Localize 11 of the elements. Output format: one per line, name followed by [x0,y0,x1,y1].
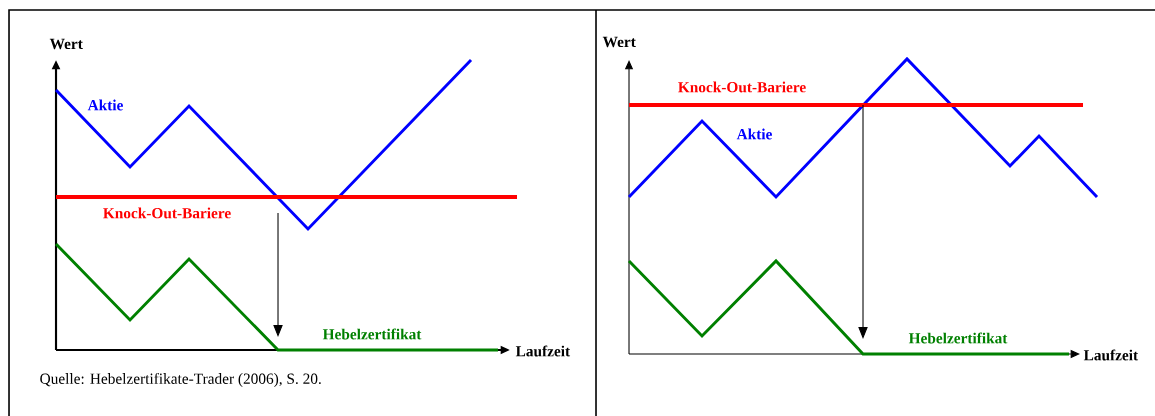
line-label: Knock-Out-Bariere [678,81,806,93]
line-label: Aktie [87,99,123,111]
axis-label: Laufzeit [515,345,571,357]
axis-label: Wert [602,36,636,48]
line-label: Hebelzertifikat [908,332,1008,344]
line-label: Knock-Out-Bariere [103,207,231,219]
axis-label: Wert [49,38,83,50]
line-label: Aktie [736,128,772,140]
axis-label: Laufzeit [1083,349,1139,361]
source-note: Quelle: Hebelzertifikate-Trader (2006), S. 20. [40,372,321,387]
line-label: Hebelzertifikat [322,328,422,340]
